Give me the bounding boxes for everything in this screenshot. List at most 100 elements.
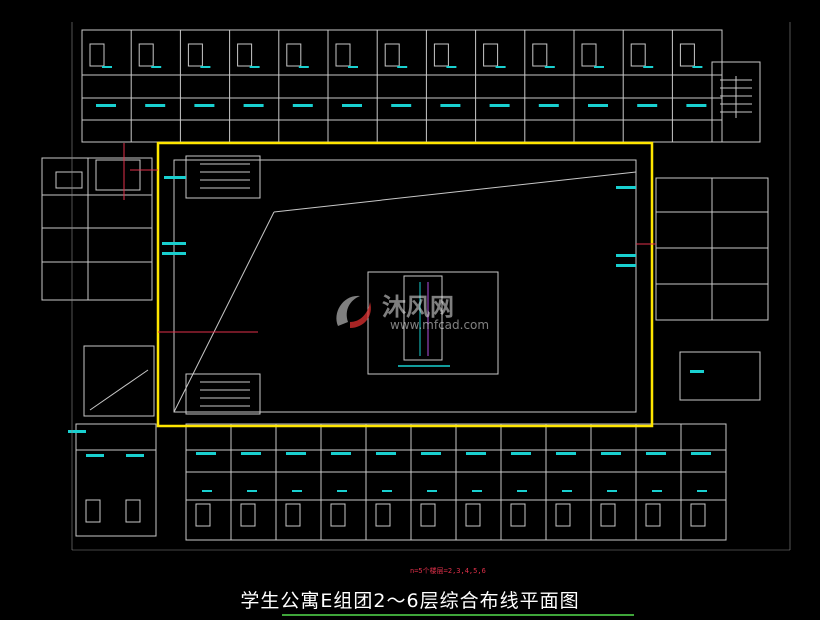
outlet-mark [421, 452, 441, 455]
outlet-mark [466, 452, 486, 455]
outlet-mark [697, 490, 707, 492]
outlet-mark [601, 452, 621, 455]
room-bathroom [483, 43, 499, 67]
riser-cables [123, 143, 656, 333]
room-bathroom [375, 503, 391, 527]
room-bathroom [600, 503, 616, 527]
outlet-mark [646, 452, 666, 455]
left-wing [41, 157, 153, 301]
outlet-mark [538, 104, 559, 107]
room-bathroom [690, 503, 706, 527]
outlet-mark [556, 452, 576, 455]
outlet-mark [249, 66, 260, 68]
room-bathroom [384, 43, 400, 67]
room-bathroom [645, 503, 661, 527]
bottom-network-outlets [86, 452, 711, 492]
watermark [330, 288, 490, 334]
room-bathroom [237, 43, 253, 67]
watermark-url: www.mfcad.com [390, 318, 490, 332]
outlet-mark [151, 66, 162, 68]
outlet-mark [691, 452, 711, 455]
stair-core-upper-left [185, 155, 261, 199]
outlet-mark [495, 66, 506, 68]
bottom-wing [75, 423, 727, 541]
outlet-mark [517, 490, 527, 492]
side-network-outlets [68, 176, 704, 433]
lower-left-block [83, 345, 155, 417]
outlet-mark [427, 490, 437, 492]
outlet-mark [337, 490, 347, 492]
outlet-mark [594, 66, 604, 68]
room-bathroom [195, 503, 211, 527]
room-bathroom [510, 503, 526, 527]
room-bathroom [285, 503, 301, 527]
outlet-mark [440, 104, 461, 107]
right-wing [655, 177, 769, 401]
outlet-mark [200, 66, 211, 68]
room-bathroom [420, 503, 436, 527]
outlet-mark [544, 66, 555, 68]
room-bathroom [89, 43, 105, 67]
outlet-mark [241, 452, 261, 455]
outlet-mark [348, 66, 358, 68]
outlet-mark [446, 66, 457, 68]
room-bathroom [187, 43, 203, 67]
outlet-mark [145, 104, 166, 107]
room-bathroom [335, 43, 351, 67]
outlet-mark [692, 66, 703, 68]
room-bathroom [330, 503, 346, 527]
mf-logo-icon [336, 295, 371, 328]
outlet-mark [686, 104, 707, 107]
outlet-mark [637, 104, 658, 107]
room-bathroom [85, 499, 101, 523]
outlet-mark [588, 104, 608, 107]
room-bathroom [581, 43, 597, 67]
floor-note: n=5个楼层=2,3,4,5,6 [410, 567, 486, 575]
drawing-title: 学生公寓E组团2～6层综合布线平面图 [240, 590, 580, 612]
outlet-mark [286, 452, 306, 455]
outlet-mark [102, 66, 112, 68]
room-bathroom [679, 43, 695, 67]
room-bathroom [555, 503, 571, 527]
outlet-mark [247, 490, 257, 492]
room-bathroom [286, 43, 302, 67]
cable-tray-loop [156, 141, 654, 428]
outlet-mark [382, 490, 392, 492]
top-wing [81, 29, 723, 143]
outlet-mark [331, 452, 351, 455]
room-bathroom [465, 503, 481, 527]
room-bathroom [630, 43, 646, 67]
outlet-mark [489, 104, 510, 107]
outlet-mark [86, 454, 104, 457]
outlet-mark [202, 490, 212, 492]
room-bathroom [240, 503, 256, 527]
outlet-mark [342, 104, 362, 107]
watermark-chinese: 沐风网 [382, 293, 454, 321]
dimension-lines [71, 22, 791, 551]
outlet-mark [652, 490, 662, 492]
stair-core-lower-left [185, 373, 261, 415]
courtyard [173, 159, 637, 413]
outlet-mark [292, 104, 313, 107]
outlet-mark [472, 490, 482, 492]
outlet-mark [126, 454, 144, 457]
outlet-mark [391, 104, 412, 107]
room-bathroom [138, 43, 154, 67]
bottom-room-partitions [85, 424, 706, 540]
outlet-mark [292, 490, 302, 492]
top-network-outlets [96, 66, 707, 107]
outlet-mark [194, 104, 215, 107]
outlet-mark [607, 490, 617, 492]
top-room-partitions [81, 30, 695, 142]
outlet-mark [511, 452, 531, 455]
outlet-mark [376, 452, 396, 455]
outlet-mark [196, 452, 216, 455]
right-stair-block [711, 61, 761, 143]
outlet-mark [397, 66, 408, 68]
outlet-mark [96, 104, 116, 107]
outlet-mark [643, 66, 654, 68]
title-underline [282, 614, 634, 616]
outlet-mark [243, 104, 264, 107]
room-bathroom [433, 43, 449, 67]
